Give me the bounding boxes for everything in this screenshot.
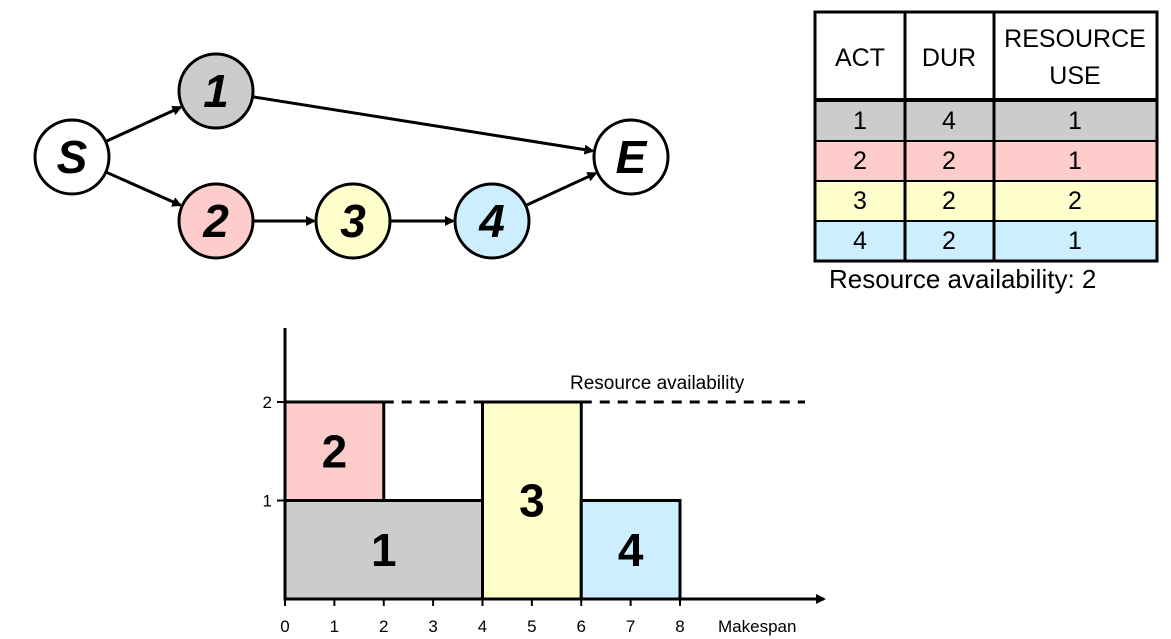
node-S: S [33,118,111,196]
node-E: E [592,118,670,196]
cell-use: 2 [1068,187,1082,215]
activity-table: ACT DUR RESOURCE USE 1 4 1 2 2 1 3 2 2 4… [813,10,1159,294]
cell-dur: 2 [942,227,956,255]
node-2-label: 2 [202,195,229,247]
node-E-label: E [616,131,648,183]
cell-use: 1 [1068,107,1082,135]
edge-S-to-2 [106,171,183,207]
x-tick-label: 4 [478,617,487,636]
chart-axes [283,328,826,604]
x-tick-label: 5 [527,617,536,636]
block-label-2: 2 [322,425,348,477]
block-activity-3 [481,400,583,601]
x-tick-label: 7 [626,617,635,636]
cell-dur: 2 [942,147,956,175]
header-resource: RESOURCE [1004,25,1146,53]
block-activity-2 [283,400,386,502]
node-S-label: S [57,131,88,183]
cell-act: 1 [853,107,867,135]
x-axis-label: Makespan [718,617,796,636]
node-1-label: 1 [203,65,229,117]
block-label-4: 4 [618,524,644,576]
header-act: ACT [835,44,885,72]
x-tick-label: 0 [280,617,289,636]
node-2: 2 [177,182,255,260]
cell-dur: 2 [942,187,956,215]
table-header-row [815,12,1157,100]
table-caption: Resource availability: 2 [829,264,1096,294]
x-tick-label: 2 [379,617,388,636]
edge-S-to-1 [105,105,183,143]
table-row-2 [815,141,1157,181]
cell-dur: 4 [942,107,956,135]
table-row-1 [815,100,1157,141]
chart-blocks: 12 3 4 [283,400,682,601]
cell-act: 3 [853,187,867,215]
block-activity-4 [579,499,682,601]
block-label-1: 1 [371,524,397,576]
cell-act: 4 [853,227,867,255]
activity-network: S 1 2 3 4 E [33,52,670,260]
x-tick-label: 3 [428,617,437,636]
header-dur: DUR [922,44,976,72]
node-4: 4 [453,182,531,260]
cell-use: 1 [1068,227,1082,255]
table-row-4 [815,221,1157,261]
node-3-label: 3 [340,195,366,247]
node-4-label: 4 [478,195,505,247]
network-edges [105,95,598,226]
y-tick-label: 2 [263,393,272,412]
header-use: USE [1049,62,1100,90]
x-tick-label: 6 [577,617,586,636]
x-tick-label: 8 [675,617,684,636]
cell-act: 2 [853,147,867,175]
cell-use: 1 [1068,147,1082,175]
table-grid [813,10,1159,263]
node-1: 1 [177,52,255,130]
edge-1-to-E [253,95,595,155]
availability-label: Resource availability [570,373,745,394]
table-row-3 [815,181,1157,221]
edge-4-to-E [525,171,598,207]
x-tick-label: 1 [330,617,339,636]
node-3: 3 [314,182,392,260]
block-label-3: 3 [519,475,545,527]
y-tick-label: 1 [263,492,272,511]
